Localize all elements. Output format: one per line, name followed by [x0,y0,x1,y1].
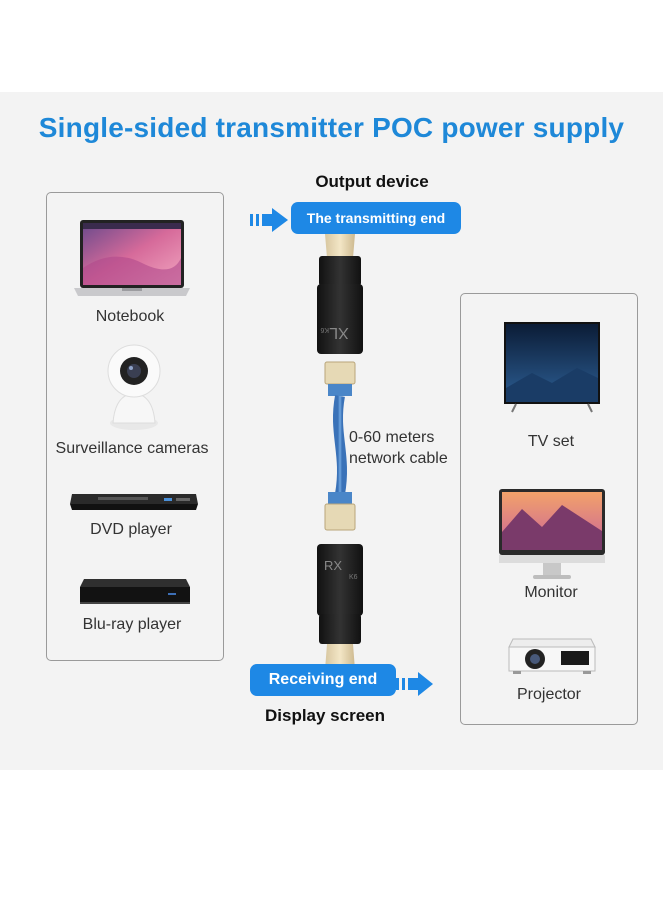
receiving-end-pill: Receiving end [250,664,396,696]
transmitting-end-pill: The transmitting end [291,202,461,234]
cable-length-label: 0-60 meters network cable [349,427,448,469]
blu-ray-player-icon [80,579,190,604]
arrow-right-icon [250,208,288,232]
arrow-right-icon [396,672,433,696]
device-label-notebook: Notebook [95,308,165,325]
transmitter-code-mark: K6 [320,326,329,333]
device-label-blu-ray-player: Blu-ray player [82,616,182,633]
device-label-projector: Projector [516,686,582,703]
display-screen-heading: Display screen [264,706,385,725]
cable-length-line1: 0-60 meters [349,429,435,446]
transmitter-model-mark: XL [329,324,349,341]
projector-icon [508,638,596,674]
diagram-title: Single-sided transmitter POC power suppl… [38,112,625,143]
surveillance-camera-icon [107,344,161,430]
receiver-code-mark: K6 [349,574,358,581]
dvd-player-icon [70,494,198,510]
laptop-icon [74,220,190,296]
cable-length-line2: network cable [349,450,448,467]
tv-icon [504,322,600,413]
output-device-heading: Output device [315,172,429,191]
receiver-model-mark: RX [324,558,342,573]
monitor-icon [499,489,605,579]
device-label-dvd-player: DVD player [90,521,172,538]
device-label-tv-set: TV set [527,433,575,450]
device-label-monitor: Monitor [524,584,578,601]
poc-extender-cable: XL K6 RX K6 [317,234,363,670]
device-label-surveillance-cameras: Surveillance cameras [55,440,209,457]
